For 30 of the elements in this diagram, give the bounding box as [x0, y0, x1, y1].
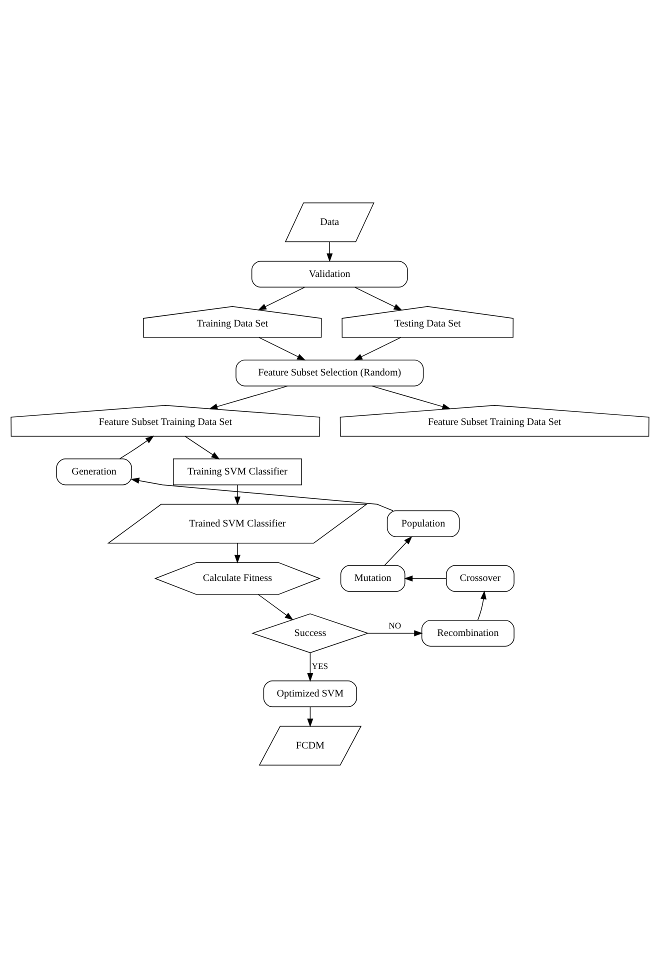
node-box: Feature Subset Selection (Random): [236, 359, 424, 386]
arrow: [258, 594, 294, 620]
arrow: [326, 240, 333, 262]
arrow: [404, 574, 446, 582]
arrow: [368, 630, 423, 636]
arrow: [119, 435, 154, 459]
node-box: Validation: [251, 260, 408, 288]
node-box: Mutation: [340, 564, 406, 592]
arrow: [258, 336, 306, 360]
edge-label: YES: [312, 660, 328, 671]
arrow: [184, 435, 220, 459]
arrow: [307, 706, 314, 727]
node-box: Population: [386, 510, 460, 537]
arrow: [307, 652, 314, 682]
node-box: Recombination: [421, 619, 514, 646]
arrow: [384, 536, 412, 566]
node-box: Optimized SVM: [263, 680, 358, 707]
arrow: [130, 477, 394, 511]
arrow: [477, 590, 487, 620]
arrow: [258, 286, 305, 310]
arrow: [208, 385, 288, 409]
node-box: Crossover: [446, 564, 514, 592]
arrow: [354, 286, 402, 310]
arrow: [234, 484, 240, 505]
edge-label: NO: [388, 620, 402, 630]
arrow: [354, 336, 402, 360]
node-box: Generation: [56, 458, 132, 485]
arrow: [234, 542, 240, 563]
arrow: [372, 385, 451, 409]
node-box: Training SVM Classifier: [172, 458, 302, 485]
